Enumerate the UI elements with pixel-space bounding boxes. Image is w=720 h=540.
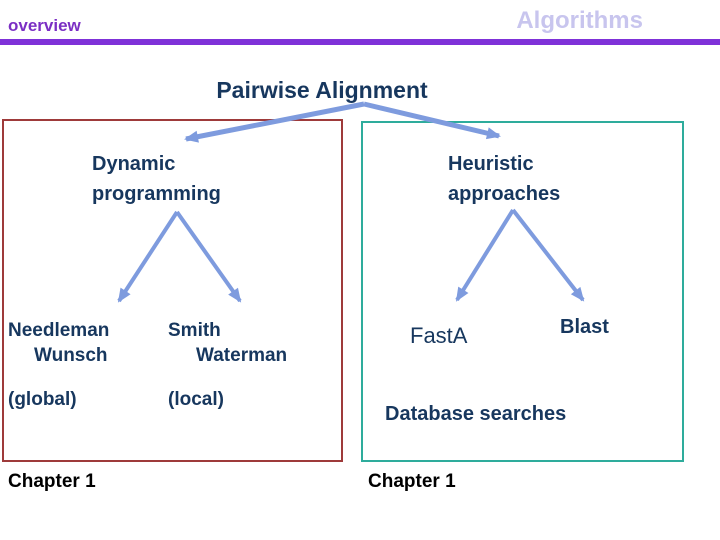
- node-needleman-wunsch-line2: Wunsch: [34, 345, 108, 366]
- node-heuristic-approaches-line1: Heuristic: [448, 153, 534, 175]
- heuristic-approaches-box: [361, 121, 684, 462]
- note-global: (global): [8, 389, 77, 410]
- node-heuristic-approaches-line2: approaches: [448, 183, 561, 205]
- diagram-root-title: Pairwise Alignment: [216, 77, 428, 103]
- header-right-label: Algorithms: [516, 7, 643, 34]
- node-heuristic-approaches: Heuristic approaches: [448, 149, 560, 209]
- header-left-label: overview: [8, 16, 81, 35]
- node-blast: Blast: [560, 316, 609, 338]
- node-smith-waterman-line2: Waterman: [196, 345, 288, 366]
- left-chapter-caption: Chapter 1: [8, 471, 96, 492]
- header-divider-bar: [0, 39, 720, 45]
- right-chapter-caption: Chapter 1: [368, 471, 456, 492]
- node-dynamic-programming-line1: Dynamic: [92, 153, 176, 175]
- node-fasta: FastA: [410, 323, 468, 348]
- node-needleman-wunsch: Needleman Wunsch: [8, 318, 109, 368]
- node-needleman-wunsch-line1: Needleman: [8, 320, 110, 341]
- note-local: (local): [168, 389, 224, 410]
- node-smith-waterman: Smith Waterman: [168, 318, 287, 368]
- node-smith-waterman-line1: Smith: [168, 320, 221, 341]
- node-dynamic-programming: Dynamic programming: [92, 149, 221, 209]
- dynamic-programming-box: [2, 119, 343, 462]
- node-dynamic-programming-line2: programming: [92, 183, 221, 205]
- note-database-searches: Database searches: [385, 403, 567, 425]
